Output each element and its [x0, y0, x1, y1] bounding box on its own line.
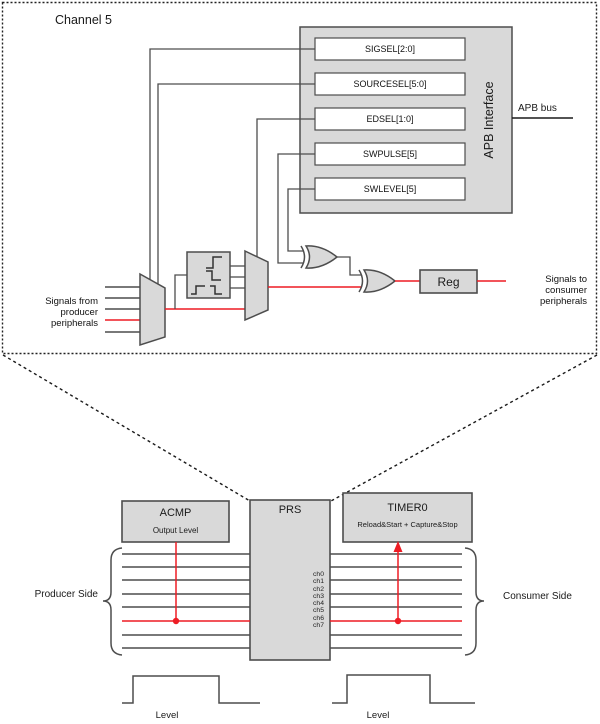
- reg-block-label: Reg: [437, 275, 460, 289]
- zoom-funnel-right-line: [330, 354, 598, 502]
- swpulse-register-label: SWPULSE[5]: [362, 149, 418, 159]
- swlevel-wire: [287, 188, 315, 252]
- swpulse-wire: [277, 153, 315, 264]
- acmp-subtitle: Output Level: [152, 526, 199, 535]
- prs-title: PRS: [278, 504, 302, 516]
- edge-detector-feed-wire: [174, 274, 187, 309]
- consumer-channel-lines: [330, 553, 462, 649]
- timer0-block: [342, 492, 473, 543]
- signals-to-label: Signals to consumer peripherals: [540, 274, 587, 307]
- producer-side-label: Producer Side: [34, 589, 98, 600]
- producer-side-brace: [102, 547, 123, 656]
- consumer-level-waveform: [332, 674, 475, 704]
- prs-channel-label-ch4: ch4: [313, 600, 324, 608]
- channel-title: Channel 5: [55, 13, 112, 27]
- sigsel-register-label: SIGSEL[2:0]: [364, 44, 416, 54]
- consumer-side-brace: [464, 547, 485, 656]
- sigsel-wire: [149, 48, 315, 280]
- prs-channel-label-ch7: ch7: [313, 622, 324, 630]
- edsel-register-label: EDSEL[1:0]: [366, 114, 414, 124]
- apb-bus-label: APB bus: [518, 103, 557, 114]
- prs-channel-label-ch0: ch0: [313, 571, 324, 578]
- prs-channel-label-ch2: ch2: [313, 585, 324, 593]
- edsel-wire: [256, 118, 315, 257]
- prs-channel-labels: ch0 ch1 ch2 ch3 ch4 ch5 ch6 ch7: [290, 571, 326, 629]
- prs-channel-label-ch5: ch5: [313, 607, 324, 615]
- prs-channel-label-ch6: ch6: [313, 614, 324, 622]
- apb-interface-label: APB Interface: [482, 81, 496, 159]
- register-control-wires: [149, 48, 315, 284]
- edge-select-mux: [244, 249, 269, 322]
- producer-level-waveform: [122, 675, 260, 704]
- sourcesel-wire: [157, 83, 315, 284]
- acmp-title: ACMP: [159, 507, 192, 519]
- timer0-subtitle: Reload&Start + Capture&Stop: [357, 520, 458, 529]
- prs-channel-label-ch3: ch3: [313, 592, 324, 600]
- producer-channel-lines: [122, 553, 250, 649]
- producer-junction-dot: [172, 617, 180, 625]
- prs-block: [249, 499, 331, 661]
- swlevel-register-label: SWLEVEL[5]: [363, 184, 417, 194]
- falling-edge-icon: [206, 270, 221, 281]
- level-label-left: Level: [155, 710, 179, 721]
- xor-gate-sw: [300, 245, 339, 269]
- consumer-side-label: Consumer Side: [503, 591, 572, 602]
- channel-detail-dashed-box: [1, 1, 598, 355]
- edge-detector-block: [186, 251, 231, 299]
- sourcesel-register-label: SOURCESEL[5:0]: [353, 79, 427, 89]
- prs-channel-label-ch1: ch1: [313, 578, 324, 586]
- edge-detector-output-wires: [230, 265, 245, 289]
- apb-interface-block: [299, 26, 513, 214]
- both-edges-icon: [191, 285, 222, 295]
- producer-input-lines: [105, 286, 140, 333]
- zoom-funnel-left-line: [2, 354, 251, 502]
- timer0-arrowhead-icon: [393, 541, 403, 552]
- signals-from-label: Signals from producer peripherals: [45, 296, 98, 329]
- level-label-right: Level: [366, 710, 390, 721]
- timer0-title: TIMER0: [387, 502, 428, 514]
- xor-gate-output: [358, 269, 397, 293]
- consumer-junction-dot: [394, 617, 402, 625]
- xor1-to-xor2-wire: [337, 256, 361, 276]
- input-select-mux: [139, 272, 166, 347]
- rising-edge-icon: [206, 256, 222, 269]
